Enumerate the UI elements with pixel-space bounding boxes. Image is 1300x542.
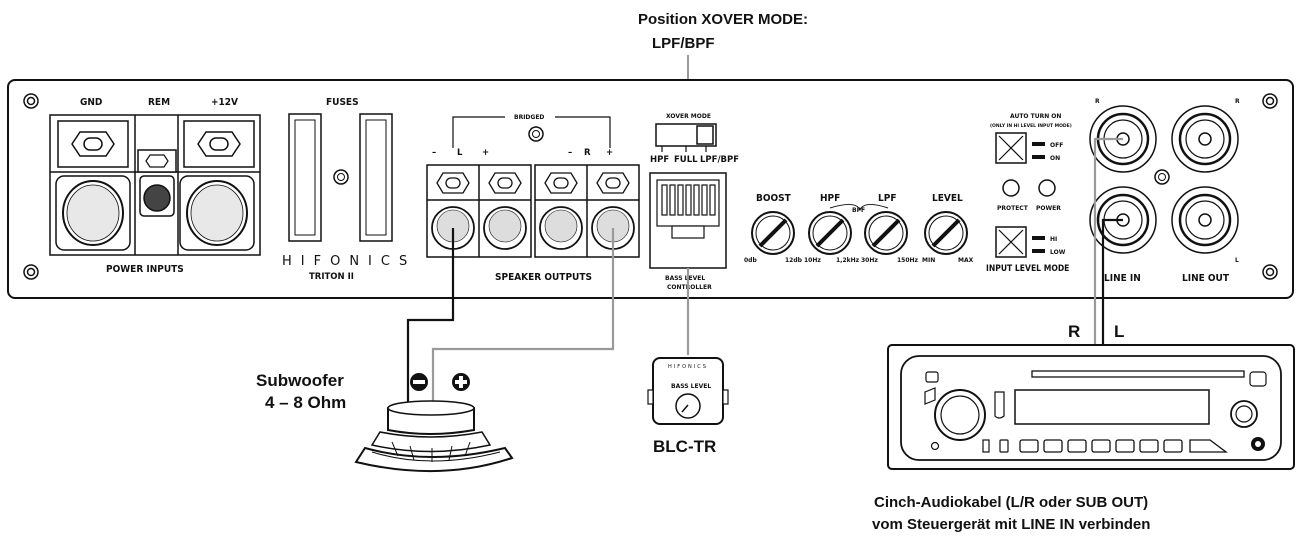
xover-caption-line1: Position XOVER MODE:: [638, 11, 808, 28]
bass-level-label-2: CONTROLLER: [667, 284, 712, 291]
auto-turn-on-switch[interactable]: AUTO TURN ON (ONLY IN HI LEVEL INPUT MOD…: [990, 113, 1072, 164]
xover-full-label: FULL: [674, 155, 698, 165]
brand-label: HIFONICS: [282, 254, 416, 269]
level-label: LEVEL: [932, 193, 963, 204]
boost-label: BOOST: [756, 193, 792, 204]
fuses-label: FUSES: [326, 97, 359, 108]
cinch-caption-line1: Cinch-Audiokabel (L/R oder SUB OUT): [874, 494, 1148, 511]
sp-r-label: R: [584, 148, 591, 158]
xover-mode-switch[interactable]: XOVER MODE HPF FULL LPF/BPF: [650, 113, 739, 165]
fuses: FUSES HIFONICS TRITON II: [282, 97, 416, 282]
preset-buttons[interactable]: [1019, 439, 1183, 453]
xover-caption-line2: LPF/BPF: [652, 35, 715, 52]
rca-out-l: L: [1235, 257, 1239, 264]
speaker-outputs: BRIDGED – L + – R +: [426, 114, 640, 283]
rca-connectors: R R L LINE IN LINE OUT: [1089, 98, 1240, 284]
bridged-label: BRIDGED: [514, 114, 544, 121]
blc-unit-label: BASS LEVEL: [671, 383, 711, 390]
blc-brand: HIFONICS: [668, 364, 708, 370]
blc-caption: BLC-TR: [653, 437, 716, 456]
auto-turn-on-label: AUTO TURN ON: [1010, 113, 1061, 120]
xover-mode-label: XOVER MODE: [666, 113, 711, 120]
protect-label: PROTECT: [997, 205, 1029, 212]
hpf-knob[interactable]: HPF 10Hz 1,2kHz: [804, 193, 860, 264]
protect-led: [1002, 179, 1020, 197]
lpf-max: 150Hz: [897, 257, 919, 264]
model-label: TRITON II: [309, 272, 354, 282]
xover-hpf-label: HPF: [650, 155, 669, 165]
line-out-label: LINE OUT: [1182, 273, 1230, 284]
speaker-cable-minus: [406, 228, 455, 410]
subwoofer-label-1: Subwoofer: [256, 371, 344, 390]
sp-r-minus: –: [568, 148, 572, 158]
amplifier-panel: GND REM +12V POWER IN: [7, 79, 1294, 299]
rca-l-caption: L: [1114, 322, 1124, 341]
corner-screws: [23, 93, 1278, 280]
rca-cable-r: [1093, 137, 1123, 345]
cables: [406, 137, 1123, 410]
rca-cable-l: [1101, 218, 1123, 345]
sp-l-minus: –: [432, 148, 436, 158]
power-led: [1038, 179, 1056, 197]
boost-max: 12db: [785, 257, 803, 264]
auto-turn-on-note: (ONLY IN HI LEVEL INPUT MODE): [990, 123, 1072, 129]
status-leds: PROTECT POWER: [997, 179, 1061, 212]
rca-out-r: R: [1235, 98, 1240, 105]
level-max: MAX: [958, 257, 974, 264]
subwoofer-label-2: 4 – 8 Ohm: [265, 393, 346, 412]
boost-min: 0db: [744, 257, 757, 264]
speaker-cable-plus: [431, 228, 615, 410]
input-level-switch[interactable]: HI LOW INPUT LEVEL MODE: [986, 226, 1069, 274]
gnd-label: GND: [80, 97, 102, 108]
display: [1014, 389, 1210, 425]
power-label: POWER: [1036, 205, 1061, 212]
rca-in-r: R: [1095, 98, 1100, 105]
rca-r-caption: R: [1068, 322, 1080, 341]
lpf-label: LPF: [878, 193, 896, 204]
sp-l-label: L: [457, 148, 463, 158]
plus-terminal-icon: [452, 373, 470, 391]
bpf-label: BPF: [852, 207, 865, 214]
low-label: LOW: [1050, 249, 1066, 256]
off-label: OFF: [1050, 142, 1063, 149]
speaker-outputs-label: SPEAKER OUTPUTS: [495, 272, 592, 283]
hpf-max: 1,2kHz: [836, 257, 860, 264]
hpf-min: 10Hz: [804, 257, 821, 264]
cd-slot: [1031, 370, 1245, 378]
lpf-min: 30Hz: [861, 257, 878, 264]
head-unit: [887, 344, 1295, 470]
boost-knob[interactable]: BOOST 0db 12db: [744, 193, 803, 264]
rem-label: REM: [148, 97, 170, 108]
power-inputs: GND REM +12V POWER IN: [49, 97, 261, 275]
plus12v-label: +12V: [211, 97, 238, 108]
cinch-caption-line2: vom Steuergerät mit LINE IN verbinden: [872, 516, 1150, 533]
line-in-label: LINE IN: [1104, 273, 1141, 284]
minus-terminal-icon: [410, 373, 428, 391]
hpf-label: HPF: [820, 193, 840, 204]
sp-l-plus: +: [482, 148, 489, 158]
lpf-knob[interactable]: LPF 30Hz 150Hz: [861, 193, 919, 264]
on-label: ON: [1050, 155, 1060, 162]
level-knob[interactable]: LEVEL MIN MAX: [922, 193, 974, 264]
subwoofer: Subwoofer 4 – 8 Ohm: [256, 371, 514, 473]
blc-remote[interactable]: HIFONICS BASS LEVEL BLC-TR: [647, 357, 729, 456]
sp-r-plus: +: [606, 148, 613, 158]
xover-lpfbpf-label: LPF/BPF: [700, 155, 739, 165]
power-inputs-label: POWER INPUTS: [106, 264, 184, 275]
bass-level-label-1: BASS LEVEL: [665, 275, 705, 282]
hi-label: HI: [1050, 236, 1057, 243]
input-level-mode-label: INPUT LEVEL MODE: [986, 264, 1069, 274]
bass-level-port: BASS LEVEL CONTROLLER: [649, 172, 727, 291]
level-min: MIN: [922, 257, 935, 264]
